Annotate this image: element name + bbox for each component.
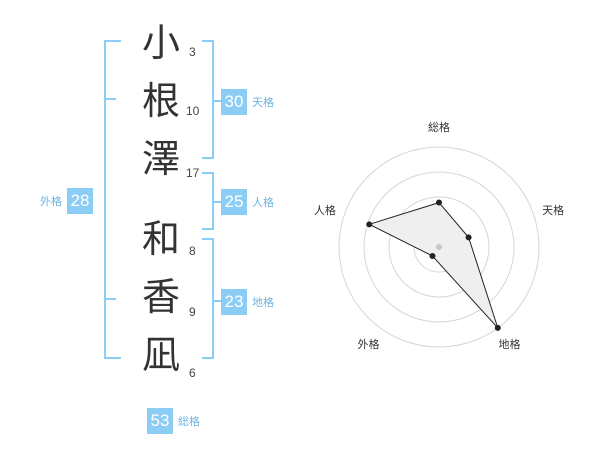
char-4: 和 [141,217,180,261]
gaikaku-bracket-bottom [104,357,121,359]
stroke-count-4: 8 [189,244,196,258]
gaikaku-bracket-top [104,40,121,42]
radar-axis-label-4: 外格 [358,337,380,351]
jinkaku-label: 人格 [252,196,274,209]
soukaku-value: 53 [147,408,173,434]
radar-axis-label-5: 人格 [314,203,336,217]
radar-point-2 [465,234,472,241]
jinkaku-bracket-bottom [202,228,214,230]
gaikaku-value: 28 [67,188,93,214]
jinkaku-value: 25 [221,189,247,215]
chikaku-value: 23 [221,289,247,315]
stroke-count-5: 9 [189,305,196,319]
gaikaku-label: 外格 [40,195,62,208]
jinkaku-bracket-top [202,172,214,174]
tenkaku-label: 天格 [252,96,274,109]
tenkaku-value: 30 [221,89,247,115]
jinkaku-badge: 25 人格 [221,189,274,215]
char-6: 凪 [141,333,180,377]
soukaku-label: 総格 [178,415,200,428]
radar-ring-3 [363,171,515,323]
radar-axis-label-2: 天格 [542,203,564,217]
chikaku-label: 地格 [252,296,274,309]
radar-center [436,244,442,250]
tenkaku-connector [212,100,221,102]
radar-axis-label-3: 地格 [499,337,521,351]
radar-axis-label-1: 総格 [428,120,450,134]
tenkaku-badge: 30 天格 [221,89,274,115]
jinkaku-connector [212,201,221,203]
radar-series-polygon [367,202,499,329]
tenkaku-bracket-spine [212,40,214,159]
radar-point-4 [429,252,436,259]
stroke-count-1: 3 [189,45,196,59]
radar-points [366,199,501,331]
gaikaku-tick-5 [104,298,116,300]
tenkaku-bracket-bottom [202,157,214,159]
radar-point-5 [366,221,373,228]
stroke-count-6: 6 [189,366,196,380]
tenkaku-bracket-top [202,40,214,42]
gaikaku-bracket-spine [104,40,106,359]
stroke-count-3: 17 [186,166,200,180]
chikaku-bracket-spine [212,238,214,359]
soukaku-badge: 53 総格 [147,408,200,434]
chikaku-bracket-bottom [202,357,214,359]
stroke-count-2: 10 [186,104,200,118]
char-3: 澤 [141,137,180,181]
char-2: 根 [141,79,180,123]
radar-point-3 [494,324,501,331]
gaikaku-badge: 外格 28 [40,188,93,214]
chikaku-badge: 23 地格 [221,289,274,315]
gaikaku-tick-2 [104,98,116,100]
char-1: 小 [141,21,180,65]
chikaku-bracket-top [202,238,214,240]
char-5: 香 [141,275,180,319]
radar-ring-2 [388,196,490,298]
radar-ring-4 [338,146,540,348]
chikaku-connector [212,300,221,302]
radar-point-1 [436,199,442,206]
